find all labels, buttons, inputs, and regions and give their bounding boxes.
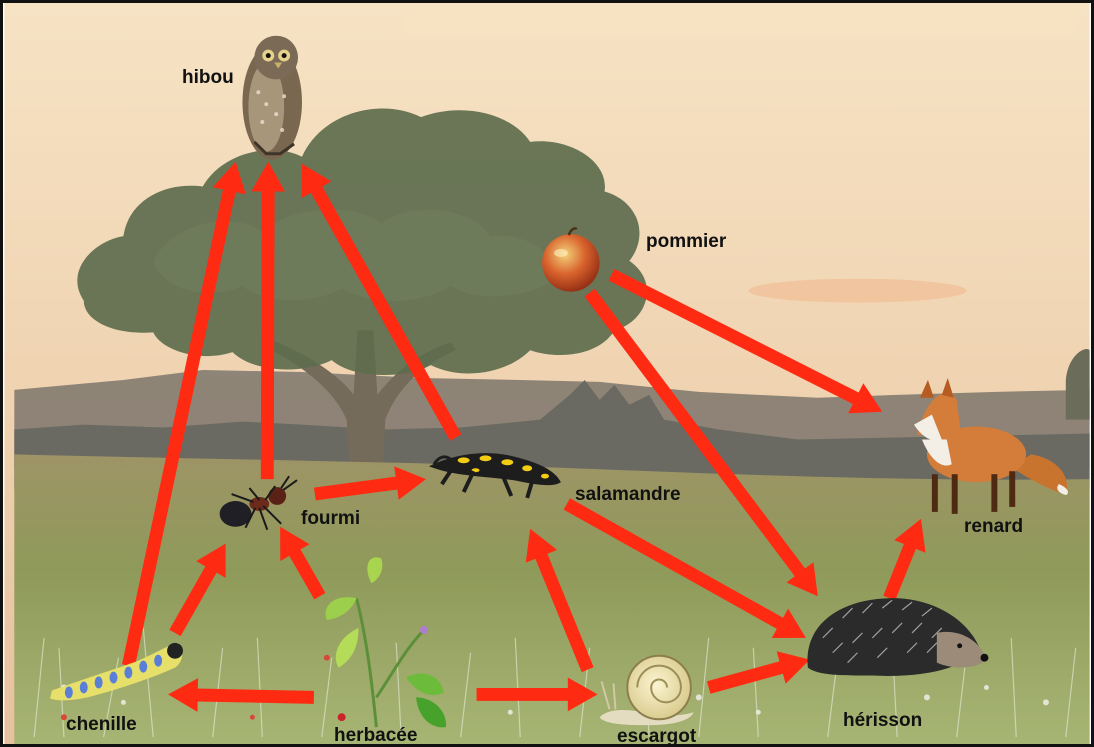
sunset-glow: [748, 279, 966, 303]
label-herbacee: herbacée: [334, 725, 417, 747]
top-banner: [403, 3, 1078, 35]
food-web-scene: [3, 3, 1091, 744]
label-hibou: hibou: [182, 67, 234, 89]
label-renard: renard: [964, 516, 1023, 538]
label-salamandre: salamandre: [575, 484, 681, 506]
label-herisson: hérisson: [843, 710, 922, 732]
label-pommier: pommier: [646, 231, 726, 253]
label-chenille: chenille: [66, 714, 137, 736]
label-fourmi: fourmi: [301, 508, 360, 530]
label-escargot: escargot: [617, 726, 696, 747]
